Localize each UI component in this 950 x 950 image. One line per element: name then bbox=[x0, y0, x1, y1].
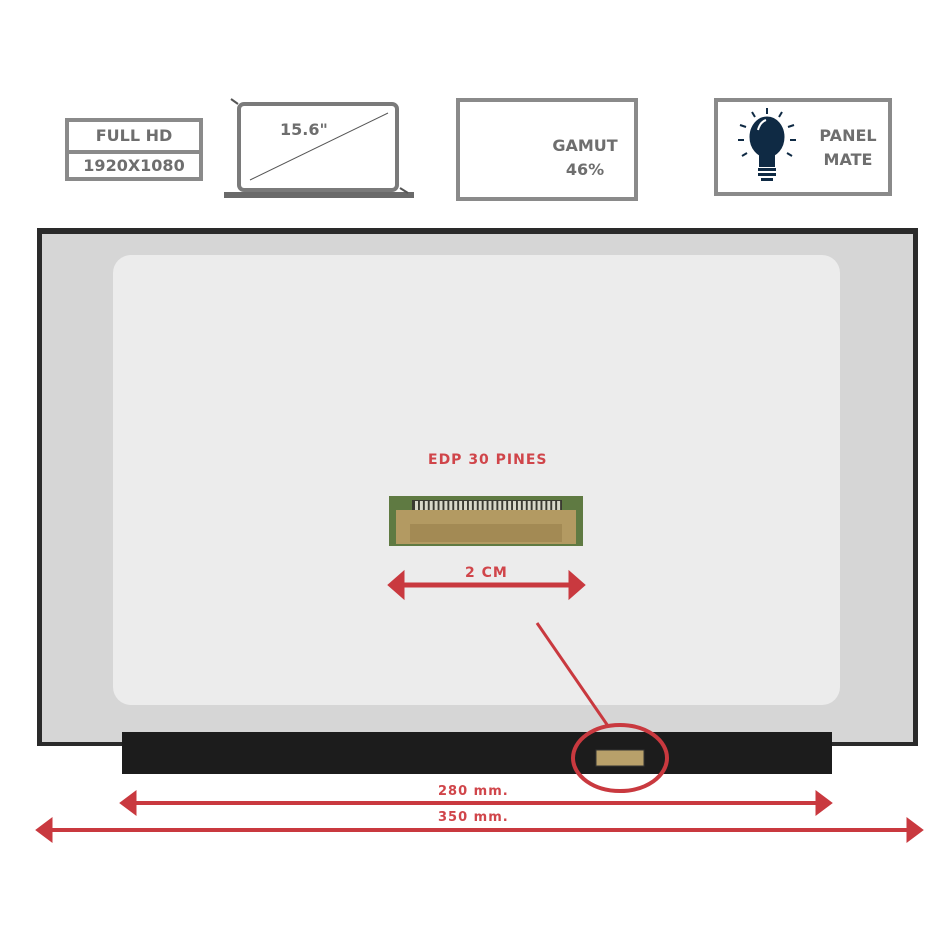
connector-pin bbox=[424, 501, 428, 514]
connector-pin bbox=[468, 501, 472, 514]
connector-pin bbox=[498, 501, 502, 514]
connector-pin bbox=[449, 501, 453, 514]
panel-finish-badge: PANEL MATE bbox=[714, 98, 892, 196]
connector-pin bbox=[454, 501, 458, 514]
pointer-line bbox=[535, 622, 610, 727]
resolution-badge: FULL HD 1920X1080 bbox=[65, 118, 203, 181]
connector-pin bbox=[508, 501, 512, 514]
active-width-arrow bbox=[119, 790, 833, 816]
connector-pin bbox=[473, 501, 477, 514]
connector-pin bbox=[434, 501, 438, 514]
connector-pin bbox=[547, 501, 551, 514]
connector-width-arrow bbox=[387, 569, 586, 601]
edp-connector-image bbox=[389, 496, 583, 546]
connector-width-label: 2 CM bbox=[465, 565, 508, 581]
total-width-label: 350 mm. bbox=[438, 810, 509, 825]
connector-pin bbox=[415, 501, 418, 514]
total-width-arrow bbox=[35, 817, 924, 843]
lcd-panel bbox=[37, 228, 918, 774]
gamut-label: GAMUT bbox=[552, 136, 618, 155]
connector-pin bbox=[522, 501, 526, 514]
panel-label: PANEL bbox=[819, 126, 877, 145]
connector-pin bbox=[552, 501, 556, 514]
connector-pin bbox=[527, 501, 531, 514]
screen-size-label: 15.6" bbox=[280, 120, 328, 139]
connector-highlight-circle bbox=[571, 723, 669, 793]
full-hd-label: FULL HD bbox=[69, 122, 199, 154]
gamut-value: 46% bbox=[565, 160, 605, 179]
pcb-strip bbox=[122, 732, 832, 774]
connector-pin bbox=[459, 501, 463, 514]
connector-pin bbox=[542, 501, 546, 514]
active-width-label: 280 mm. bbox=[438, 784, 509, 799]
connector-pin bbox=[444, 501, 448, 514]
connector-pin bbox=[464, 501, 467, 514]
connector-pin bbox=[439, 501, 443, 514]
laptop-icon bbox=[224, 98, 414, 198]
resolution-label: 1920X1080 bbox=[83, 156, 185, 175]
panel-connector bbox=[595, 749, 645, 767]
connector-pin bbox=[488, 501, 492, 514]
connector-pin bbox=[429, 501, 433, 514]
connector-pin bbox=[517, 501, 521, 514]
connector-pin bbox=[557, 501, 561, 514]
connector-pin bbox=[478, 501, 482, 514]
connector-pin bbox=[493, 501, 497, 514]
connector-pin bbox=[503, 501, 507, 514]
finish-label: MATE bbox=[823, 150, 873, 169]
connector-pin bbox=[537, 501, 541, 514]
gamut-badge: GAMUT 46% bbox=[456, 98, 638, 201]
light-bulb-icon bbox=[738, 108, 796, 181]
connector-pin bbox=[532, 501, 536, 514]
connector-pin bbox=[483, 501, 487, 514]
connector-pin bbox=[513, 501, 516, 514]
connector-pin bbox=[419, 501, 423, 514]
connector-title: EDP 30 PINES bbox=[428, 452, 548, 468]
